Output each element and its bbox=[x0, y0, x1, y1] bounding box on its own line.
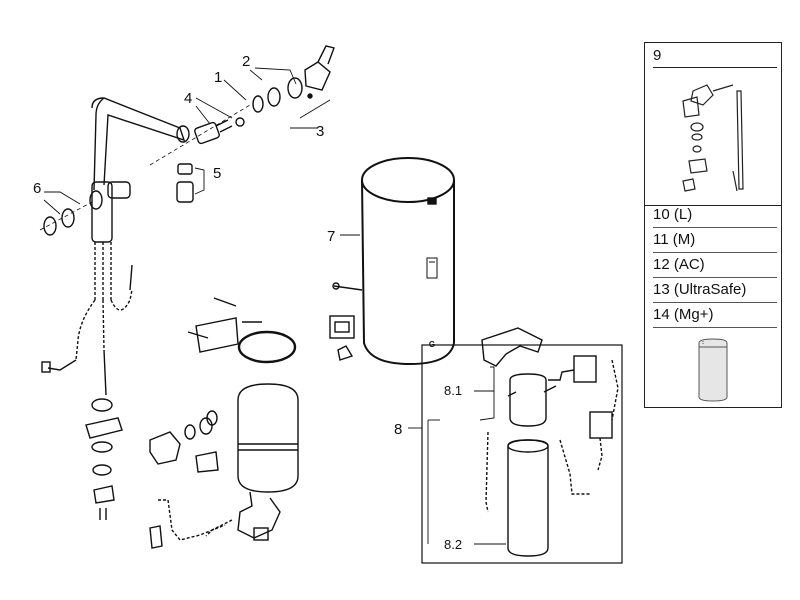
label-1: 1 bbox=[214, 69, 222, 86]
label-6: 6 bbox=[33, 180, 41, 197]
panel-row-11: 11 (M) bbox=[653, 228, 777, 253]
expansion-vessel bbox=[205, 383, 299, 541]
part-9-illustration bbox=[682, 84, 744, 192]
leader-lines-1-6 bbox=[43, 67, 331, 215]
part-labels: 1 2 3 4 5 6 7 8 8.1 8.2 bbox=[33, 53, 462, 552]
label-7: 7 bbox=[327, 228, 335, 245]
panel-header-line bbox=[653, 67, 777, 68]
panel-row-14: 14 (Mg+) bbox=[653, 303, 777, 328]
part-14-filter-cartridge bbox=[698, 338, 728, 402]
parts-1-5 bbox=[149, 45, 335, 203]
filter-assembly bbox=[421, 327, 623, 564]
panel-separator bbox=[645, 205, 781, 206]
panel-row-13: 13 (UltraSafe) bbox=[653, 278, 777, 303]
panel-row-10: 10 (L) bbox=[653, 203, 777, 228]
panel-header-9: 9 bbox=[653, 47, 662, 64]
label-8: 8 bbox=[394, 421, 402, 438]
label-4: 4 bbox=[184, 90, 192, 107]
mounting-bracket bbox=[187, 297, 297, 364]
label-2: 2 bbox=[242, 53, 250, 70]
accessory-panel: 9 10 (L) 11 (M) 12 (AC) 13 (UltraSafe) 1… bbox=[644, 42, 782, 408]
panel-row-12: 12 (AC) bbox=[653, 253, 777, 278]
lower-left-fittings bbox=[85, 398, 226, 549]
boiler-tank: G bbox=[329, 157, 455, 366]
part-6-rings bbox=[39, 201, 93, 236]
faucet-assembly bbox=[41, 97, 190, 396]
label-8-2: 8.2 bbox=[444, 537, 462, 552]
label-3: 3 bbox=[316, 123, 324, 140]
label-5: 5 bbox=[213, 165, 221, 182]
label-8-1: 8.1 bbox=[444, 383, 462, 398]
leader-lines-7-8 bbox=[340, 234, 506, 545]
